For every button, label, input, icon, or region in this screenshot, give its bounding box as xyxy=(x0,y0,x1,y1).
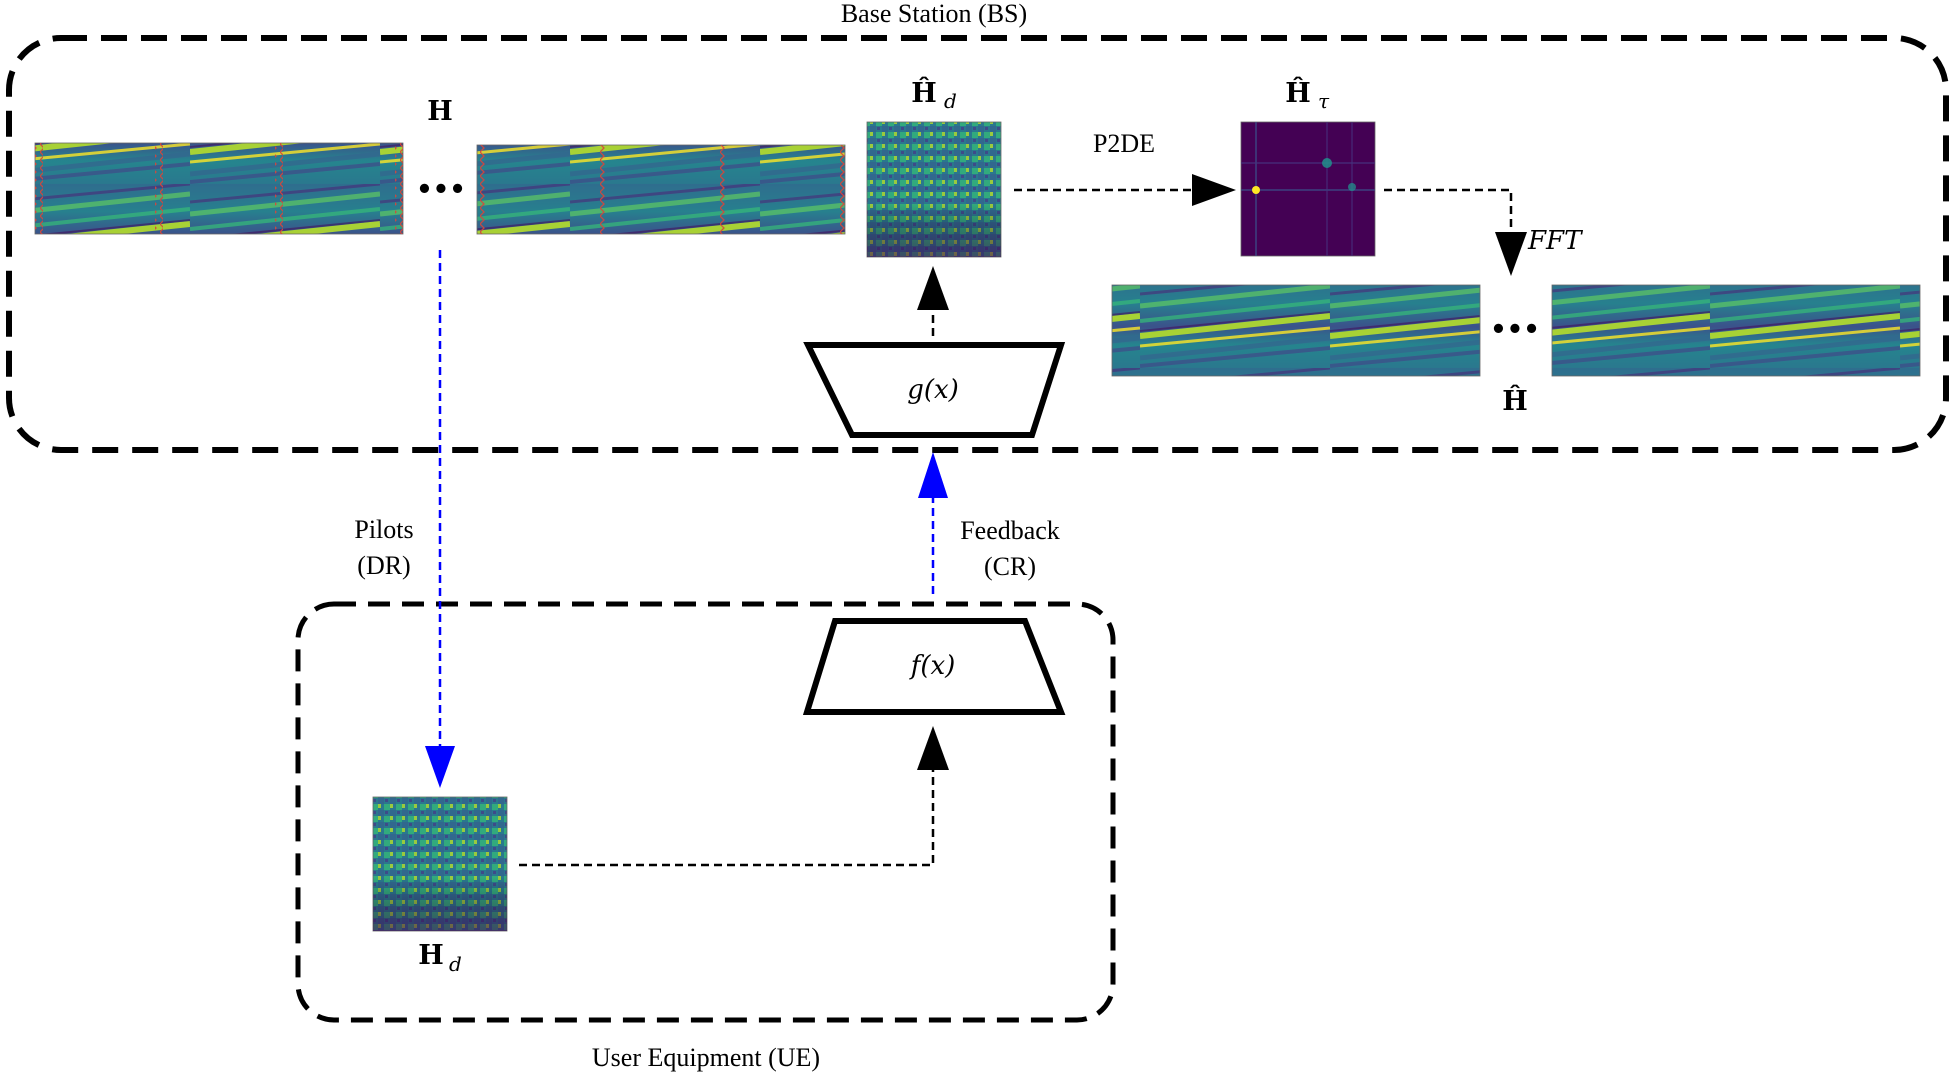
pilots-arrow xyxy=(425,250,455,788)
decoder-block: g(x) xyxy=(803,342,1066,438)
base-station-label: Base Station (BS) xyxy=(841,0,1027,28)
pilots-label-line2: (DR) xyxy=(357,551,410,580)
p2de-arrow xyxy=(1014,174,1236,206)
user-equipment-border xyxy=(295,601,1116,1023)
decoder-output-arrow xyxy=(917,266,949,336)
reconstructed-heatmap-first xyxy=(1111,284,1481,377)
reconstructed-hd-group: Ĥ d xyxy=(866,76,1002,258)
encoder-label: f(x) xyxy=(909,651,956,681)
pilot-markers xyxy=(717,145,725,234)
arrow-head-icon xyxy=(1192,174,1236,206)
pilot-markers xyxy=(35,143,43,234)
fft-arrow xyxy=(1384,188,1527,276)
htau-hat-symbol: Ĥ xyxy=(1285,76,1311,109)
channel-h-group: ••• H xyxy=(34,96,846,235)
pilot-markers xyxy=(837,145,845,234)
fft-label: FFT xyxy=(1527,226,1583,256)
arrow-head-icon xyxy=(917,266,949,310)
arrow-head-icon xyxy=(425,746,455,788)
feedback-label-line2: (CR) xyxy=(984,552,1036,581)
pilot-markers xyxy=(477,145,485,234)
feedback-label-line1: Feedback xyxy=(960,516,1060,545)
p2de-label: P2DE xyxy=(1093,129,1155,158)
channel-heatmap-last xyxy=(476,144,846,235)
h-hat-label: Ĥ xyxy=(1502,384,1528,417)
decoder-trapezoid xyxy=(803,342,1066,438)
feedback-arrow xyxy=(918,452,948,594)
ue-hd-symbol: H xyxy=(418,940,444,971)
decoder-label: g(x) xyxy=(907,375,959,405)
ellipsis-top: ••• xyxy=(416,175,466,205)
user-equipment-region: User Equipment (UE) xyxy=(295,601,1116,1072)
arrow-head-icon xyxy=(918,452,948,498)
channel-h-label: H xyxy=(427,96,453,127)
reconstructed-h-group: ••• Ĥ xyxy=(1111,284,1921,417)
pilot-markers xyxy=(155,143,163,234)
arrow-head-icon xyxy=(917,726,949,770)
pilot-markers xyxy=(275,143,283,234)
arrow-head-icon xyxy=(1495,232,1527,276)
delay-peak xyxy=(1348,183,1356,191)
hd-hat-subscript: d xyxy=(944,89,957,113)
pilot-markers xyxy=(597,145,605,234)
user-equipment-label: User Equipment (UE) xyxy=(592,1043,820,1072)
base-station-region: Base Station (BS) xyxy=(6,0,1949,453)
hd-hat-symbol: Ĥ xyxy=(911,76,937,109)
encoder-input-arrow xyxy=(519,726,949,867)
delay-domain-group: Ĥ τ xyxy=(1240,76,1376,257)
ue-hd-subscript: d xyxy=(449,952,462,976)
encoder-block: f(x) xyxy=(802,618,1066,715)
pilot-markers xyxy=(395,143,403,234)
delay-peak-main xyxy=(1252,186,1260,194)
reconstructed-heatmap-last xyxy=(1551,284,1921,377)
base-station-border xyxy=(6,35,1949,453)
htau-hat-subscript: τ xyxy=(1318,89,1330,113)
channel-heatmap-first xyxy=(34,142,404,235)
ellipsis-bottom: ••• xyxy=(1490,315,1540,345)
delay-peak xyxy=(1322,158,1332,168)
ue-hd-group: H d xyxy=(372,796,508,976)
encoder-trapezoid xyxy=(802,618,1066,715)
pilots-label-line1: Pilots xyxy=(354,515,413,544)
